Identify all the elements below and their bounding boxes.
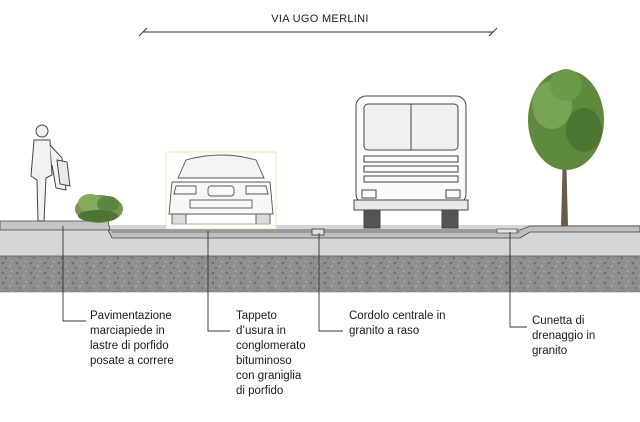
callout-line: Tappeto bbox=[236, 310, 277, 322]
callout-line: bituminoso bbox=[236, 355, 292, 367]
central-curb bbox=[311, 228, 325, 236]
callout-gutter: Cunetta di drenaggio in granito bbox=[532, 314, 595, 359]
callout-sidewalk: Pavimentazione marciapiede in lastre di … bbox=[90, 309, 174, 369]
shrub-icon bbox=[75, 194, 123, 223]
callout-line: d’usura in bbox=[236, 325, 286, 337]
callout-line: marciapiede in bbox=[90, 325, 165, 337]
leader-lines bbox=[62, 226, 527, 332]
callout-line: di porfido bbox=[236, 385, 284, 397]
callout-line: granito bbox=[532, 345, 568, 357]
callout-line: granito a raso bbox=[349, 325, 420, 337]
dimension-line bbox=[138, 27, 498, 37]
callout-line: drenaggio in bbox=[532, 330, 596, 342]
callout-asphalt: Tappeto d’usura in conglomerato bitumino… bbox=[236, 309, 306, 399]
callout-line: conglomerato bbox=[236, 340, 306, 352]
pedestrian-icon bbox=[30, 124, 71, 222]
callout-line: lastre di porfido bbox=[90, 340, 169, 352]
car-icon bbox=[165, 151, 277, 230]
street-title: VIA UGO MERLINI bbox=[271, 13, 369, 25]
soil-layer bbox=[0, 256, 640, 292]
tree-icon bbox=[528, 69, 604, 226]
drainage-gutter bbox=[496, 228, 518, 234]
callout-line: con graniglia bbox=[236, 370, 302, 382]
bus-icon bbox=[353, 95, 469, 229]
callout-line: Cunetta di bbox=[532, 315, 585, 327]
callout-line: Cordolo centrale in bbox=[349, 310, 446, 322]
callout-line: Pavimentazione bbox=[90, 310, 172, 322]
callout-line: posate a correre bbox=[90, 355, 174, 367]
callout-curb: Cordolo centrale in granito a raso bbox=[349, 309, 446, 339]
